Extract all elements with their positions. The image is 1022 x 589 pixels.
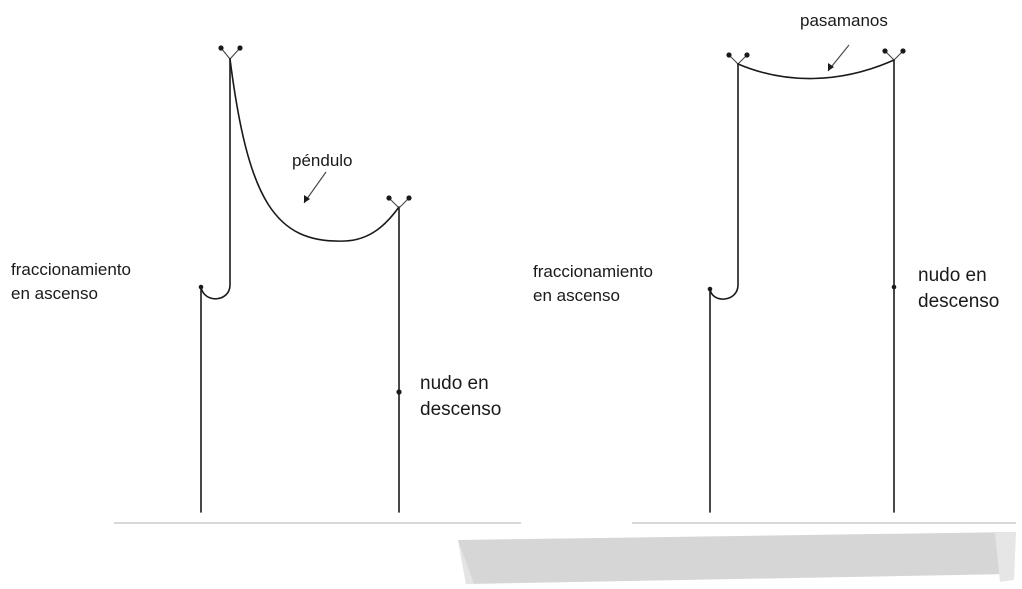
top-anchor-right <box>386 195 412 209</box>
knot-label-line1: nudo en <box>420 373 489 394</box>
fractionation-point <box>707 286 713 292</box>
pasamanos-label: pasamanos <box>800 11 888 30</box>
knot-point <box>396 389 402 395</box>
pendulo-pointer-arrow <box>303 171 327 204</box>
rope-ascent-segment <box>200 58 231 300</box>
rope-ascent-segment <box>709 63 739 300</box>
knot-label-line2: descenso <box>918 291 999 312</box>
handline-rope <box>737 59 895 80</box>
scan-smudge <box>458 532 1016 584</box>
top-anchor-left <box>726 52 750 65</box>
pendulo-diagram: péndulo fraccionamiento en ascenso nudo … <box>11 45 521 524</box>
pasamanos-diagram: pasamanos fraccionamiento en ascenso nud… <box>533 11 1016 524</box>
fractionation-label-line1: fraccionamiento <box>11 260 131 279</box>
top-anchor-left <box>218 45 243 60</box>
knot-label-line2: descenso <box>420 399 501 420</box>
knot-label-line1: nudo en <box>918 265 987 286</box>
knot-point <box>891 284 897 290</box>
fractionation-label-line1: fraccionamiento <box>533 262 653 281</box>
fractionation-label-line2: en ascenso <box>533 286 620 305</box>
pendulum-rope <box>229 58 400 242</box>
fractionation-label-line2: en ascenso <box>11 284 98 303</box>
pendulo-label: péndulo <box>292 151 353 170</box>
fractionation-point <box>198 284 204 290</box>
top-anchor-right <box>882 48 906 61</box>
pasamanos-pointer-arrow <box>827 44 850 72</box>
